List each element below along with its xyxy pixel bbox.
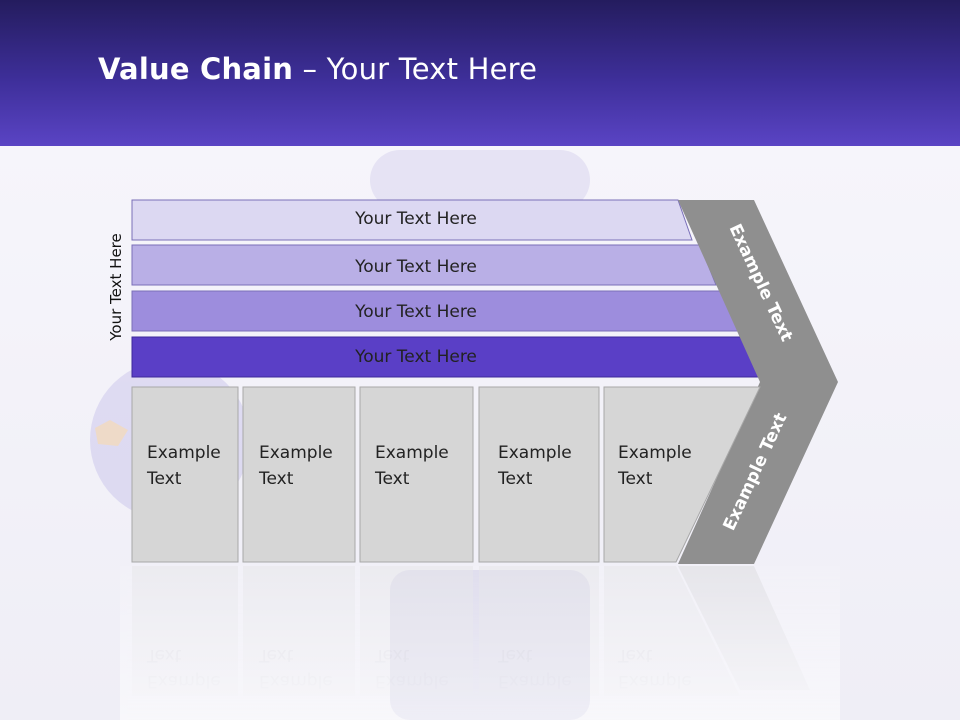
title-rest: – Your Text Here bbox=[293, 52, 538, 86]
row-label-1: Your Text Here bbox=[354, 209, 477, 229]
column-label-5-line1: Example bbox=[618, 443, 692, 463]
reflection: Example Text Example Text Example Text E… bbox=[120, 566, 840, 720]
column-label-2-line1: Example bbox=[259, 443, 333, 463]
row-group: Your Text Here Your Text Here Your Text … bbox=[131, 199, 763, 378]
header-band: Value Chain – Your Text Here bbox=[0, 0, 960, 146]
chevron-shape bbox=[678, 200, 838, 564]
column-label-5-line2: Text bbox=[617, 469, 653, 489]
column-box-1 bbox=[131, 386, 239, 563]
column-label-3-line1: Example bbox=[375, 443, 449, 463]
row-label-3: Your Text Here bbox=[354, 302, 477, 322]
column-label-1-line2: Text bbox=[146, 469, 182, 489]
row-label-4: Your Text Here bbox=[354, 347, 477, 367]
column-group: Example Text Example Text Example Text E… bbox=[131, 386, 761, 563]
row-bar-1 bbox=[131, 199, 693, 241]
row-label-2: Your Text Here bbox=[354, 257, 477, 277]
column-box-2 bbox=[242, 386, 356, 563]
column-box-4 bbox=[478, 386, 600, 563]
column-box-3 bbox=[359, 386, 474, 563]
column-label-4-line1: Example bbox=[498, 443, 572, 463]
column-box-5 bbox=[603, 386, 761, 563]
title-bold: Value Chain bbox=[98, 52, 294, 86]
column-label-1-line1: Example bbox=[147, 443, 221, 463]
column-label-4-line2: Text bbox=[497, 469, 533, 489]
side-label: Your Text Here bbox=[107, 233, 125, 341]
slide-title: Value Chain – Your Text Here bbox=[98, 52, 537, 86]
column-label-3-line2: Text bbox=[374, 469, 410, 489]
column-label-2-line2: Text bbox=[258, 469, 294, 489]
row-bar-2 bbox=[131, 244, 717, 286]
